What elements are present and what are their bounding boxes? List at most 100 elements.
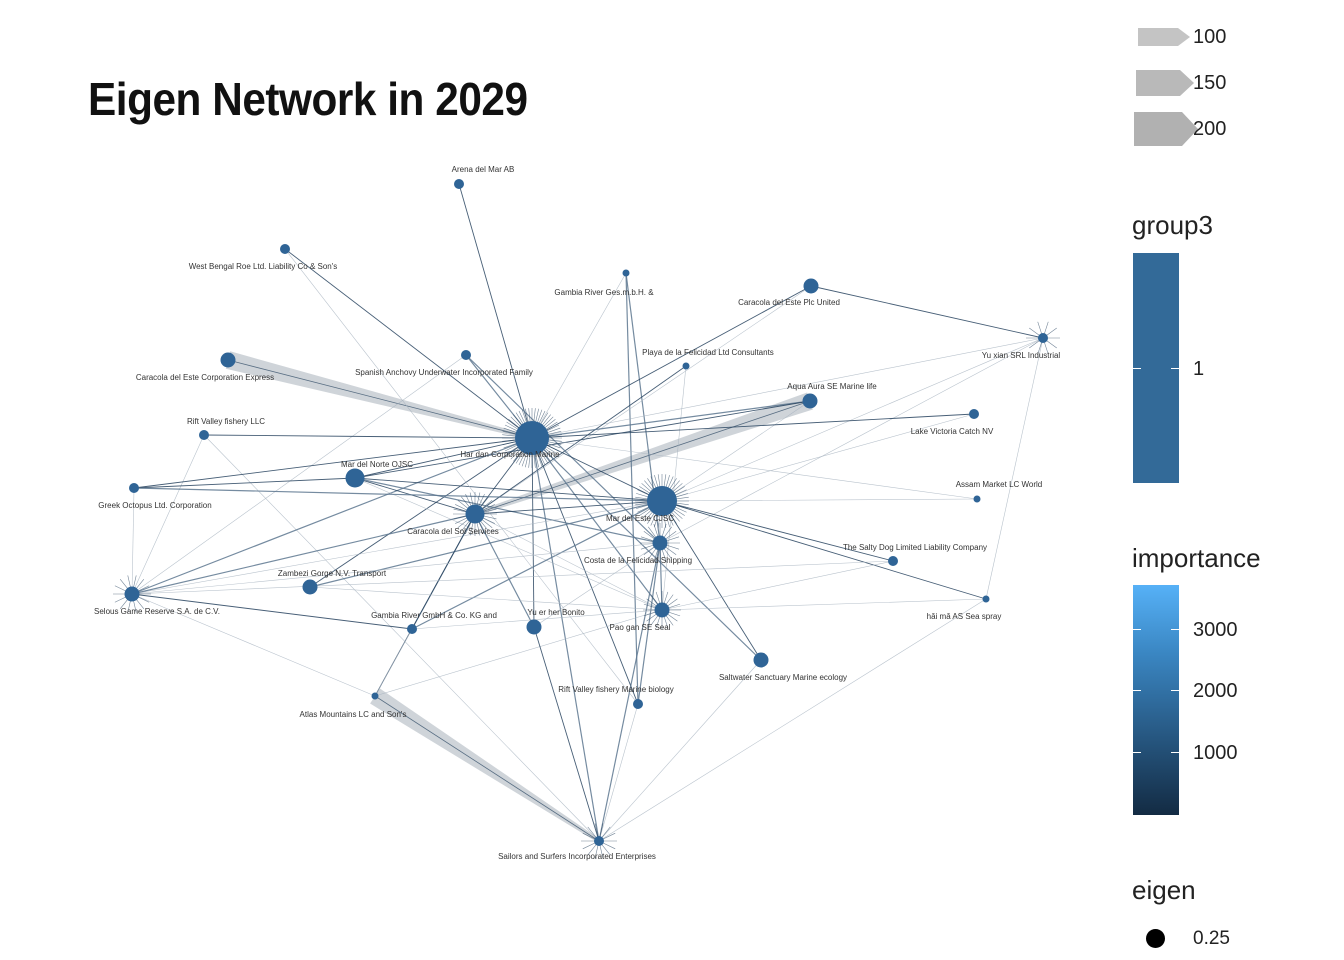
edge-costa-paogan [659,542,663,611]
node-haima [982,595,990,603]
node-label-haima: hǎi mǎ AS Sea spray [927,612,1002,621]
edge-spanish-costa [465,354,661,544]
edge-costa-rift_mb [637,542,661,705]
group3-tick-left [1133,368,1141,369]
node-lakevic [969,409,979,419]
node-label-marnorte: Mar del Norte OJSC [341,460,413,469]
edge-lakevic-hardan [531,413,975,439]
edge-costa-sailors [598,542,661,842]
edge-band-caracola_corp-hardan [225,351,533,440]
edge-mareste-saltwater [661,500,762,661]
edge-caracola_plc-yuxian [810,285,1044,339]
edge-greek-selous [131,487,135,595]
edge-caracola_sur-paogan [474,513,663,611]
edge-spanish-selous [131,354,467,595]
eigen-label: 0.25 [1193,928,1230,949]
eigen-key-dot [1146,929,1165,948]
group3-tick-right [1171,368,1179,369]
edge-caracola_plc-caracola_sur [474,285,812,515]
nodes-layer [124,179,1048,846]
node-mareste [647,486,677,516]
node-label-saltydog: The Salty Dog Limited Liability Company [843,543,987,552]
edge-hardan-assam [531,437,978,500]
edge-width-key-200 [1134,112,1198,146]
node-label-atlas: Atlas Mountains LC and Son's [300,710,407,719]
node-caracola_plc [803,278,819,294]
node-saltydog [888,556,898,566]
importance-tick-1000-right [1171,752,1179,753]
node-label-yuer: Yu er her Bonito [527,608,585,617]
importance-label-1000: 1000 [1193,742,1238,764]
node-greek [129,483,139,493]
edge-aqua-marnorte [354,400,811,479]
edge-yuer-sailors [533,626,600,842]
node-label-hardan: Har dan Corporation Marine [460,450,560,459]
node-marnorte [345,468,365,488]
edge-gambia2-atlas [374,628,413,697]
node-rift_mb [633,699,643,709]
edge-width-key-150 [1136,70,1194,96]
edge-selous-gambia2 [131,593,413,630]
edge-greek-mareste [133,487,663,502]
edge-caracola_plc-hardan [531,285,812,439]
node-playa [682,362,690,370]
edge-costa-yuer [533,542,661,628]
edge-arena-hardan [458,183,533,439]
edge-caracola_sur-yuer [474,513,535,628]
edge-hardan-marnorte [354,437,533,479]
node-paogan [654,602,670,618]
edge-paogan-gambia2 [411,609,663,630]
edge-mareste-assam [661,498,978,502]
edge-width-label-100: 100 [1193,26,1227,48]
node-label-gambia1: Gambia River Ges.m.b.H. & [554,288,654,297]
node-label-zambezi: Zambezi Gorge N.V. Transport [278,569,387,578]
importance-legend-title: importance [1132,543,1261,573]
importance-tick-2000-left [1133,690,1141,691]
node-yuxian [1038,333,1048,343]
edge-hardan-sailors [531,437,600,842]
edge-aqua-mareste [661,400,811,502]
node-gambia1 [622,269,630,277]
edge-mareste-caracola_sur [474,500,663,515]
edge-hardan-zambezi [309,437,533,588]
edge-saltwater-sailors [598,659,762,842]
edge-costa-selous [131,542,661,595]
node-label-spanish: Spanish Anchovy Underwater Incorporated … [355,368,533,377]
edge-hardan-paogan [531,437,663,611]
edge-saltydog-selous [131,560,894,595]
node-label-greek: Greek Octopus Ltd. Corporation [98,501,211,510]
edge-hardan-rift_mb [531,437,639,705]
edge-marnorte-mareste [354,477,663,502]
edge-atlas-sailors [374,695,600,842]
node-label-playa: Playa de la Felicidad Ltd Consultants [642,348,774,357]
edge-width-legend-keys [1134,28,1198,146]
importance-tick-2000-right [1171,690,1179,691]
group3-label: 1 [1193,358,1205,380]
node-caracola_corp [220,352,236,368]
edge-mareste-selous [131,500,663,595]
edge-rift_llc-hardan [203,434,533,439]
edge-marnorte-caracola_sur [354,477,476,515]
node-costa [652,535,668,551]
edge-rift_mb-sailors [598,703,639,842]
node-label-mareste: Mar del Este CJSC [606,514,674,523]
node-label-aqua: Aqua Aura SE Marine life [787,382,877,391]
edge-selous-atlas [131,593,376,697]
node-yuer [526,619,542,635]
importance-tick-3000-left [1133,629,1141,630]
importance-tick-3000-right [1171,629,1179,630]
edge-band-aqua-caracola_sur [474,392,813,516]
node-atlas [371,692,379,700]
node-label-caracola_corp: Caracola del Este Corporation Express [136,373,274,382]
edge-westbengal-hardan [284,248,533,439]
node-label-sailors: Sailors and Surfers Incorporated Enterpr… [498,852,656,861]
node-label-gambia2: Gambia River GmbH & Co. KG and [371,611,497,620]
edge-aqua-caracola_sur [474,400,811,515]
node-sailors [594,836,604,846]
edge-width-label-150: 150 [1193,72,1227,94]
edge-mareste-haima [661,500,987,600]
edge-yuxian-haima [985,337,1044,600]
edge-playa-paogan [661,365,687,611]
